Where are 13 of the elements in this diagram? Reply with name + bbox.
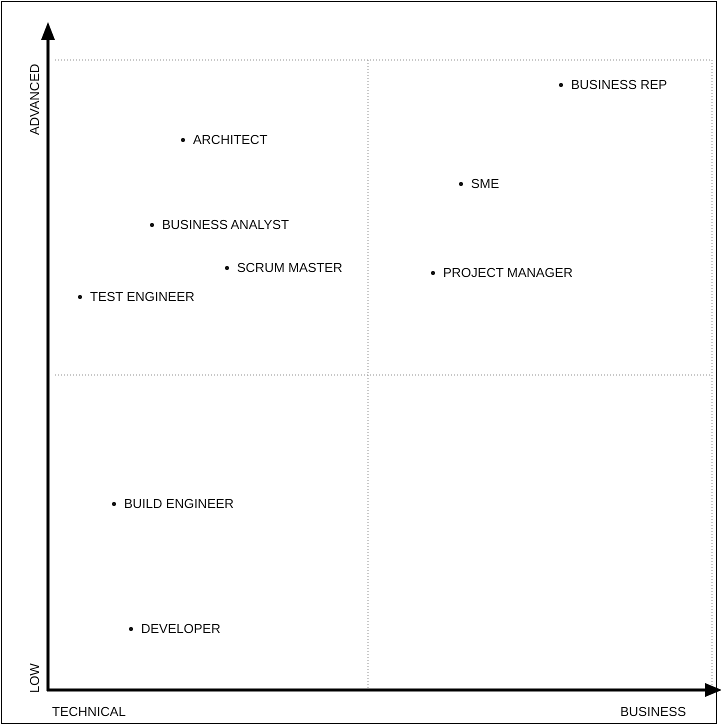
role-label: ARCHITECT xyxy=(193,132,268,147)
role-label: SCRUM MASTER xyxy=(237,260,342,275)
axis-label: TECHNICAL xyxy=(52,704,126,719)
role-label: PROJECT MANAGER xyxy=(443,265,573,280)
role-label: TEST ENGINEER xyxy=(90,289,195,304)
axis-label: LOW xyxy=(27,663,42,693)
role-label: BUILD ENGINEER xyxy=(124,496,234,511)
axis-label: ADVANCED xyxy=(27,64,42,135)
axis-label: BUSINESS xyxy=(620,704,686,719)
role-label: BUSINESS ANALYST xyxy=(162,217,289,232)
role-label: DEVELOPER xyxy=(141,621,220,636)
role-label: SME xyxy=(471,176,500,191)
role-label: BUSINESS REP xyxy=(571,77,668,92)
